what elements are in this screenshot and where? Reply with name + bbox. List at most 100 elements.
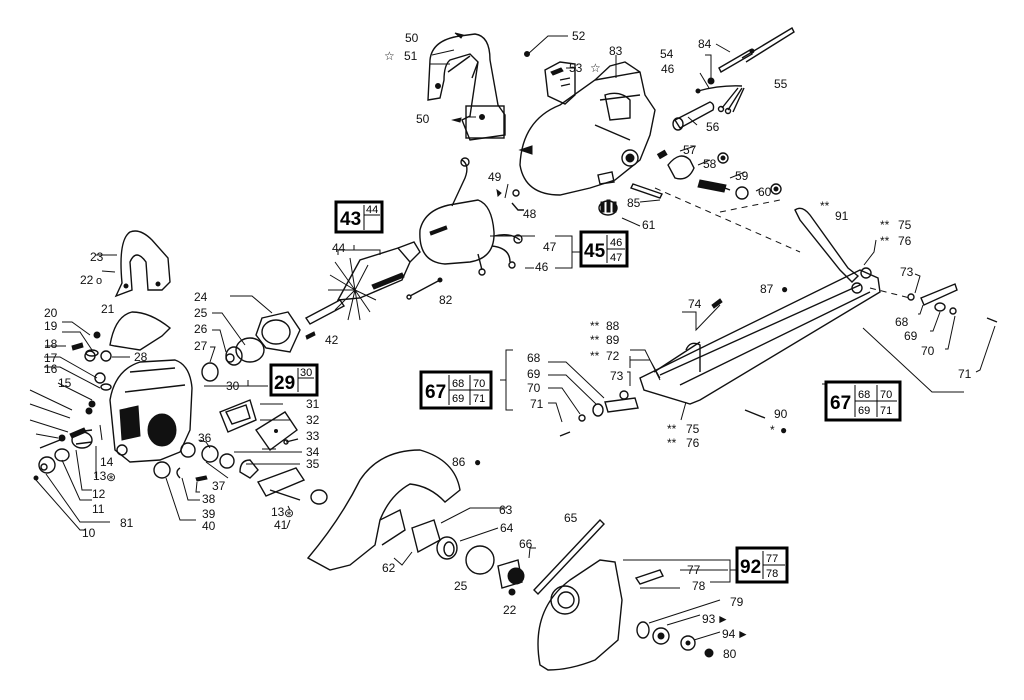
dbl-asterisk-76b: **	[667, 436, 677, 450]
screw-22b-icon	[508, 588, 516, 596]
washer-34-part	[219, 453, 235, 469]
label-52: 52	[572, 29, 586, 43]
dbl-asterisk-75a: **	[880, 218, 890, 232]
star-marker-51: ☆	[384, 49, 395, 63]
label-22a: 22	[80, 273, 94, 287]
label-38: 38	[202, 492, 216, 506]
screw-50a-icon	[454, 32, 464, 39]
brush-holder-58-part	[667, 155, 695, 180]
label-53: 53	[569, 61, 583, 75]
arrow-marker-93: ►	[717, 612, 729, 626]
brush-57-icon	[656, 149, 668, 160]
part-labels: 50 51 ☆ 50 52 53 ☆ 83 84 54 46 55 56 57 …	[44, 29, 972, 661]
nut-70b-icon	[578, 414, 586, 422]
cap-60-part	[735, 183, 782, 200]
seal-64-part	[436, 536, 458, 560]
label-46a: 46	[661, 62, 675, 76]
label-84: 84	[698, 37, 712, 51]
label-69a: 69	[904, 329, 918, 343]
kit-43-id: 43	[340, 209, 361, 230]
gear-61-part	[598, 199, 618, 216]
label-51: 51	[404, 49, 418, 63]
kit-43-sub-44: 44	[366, 204, 378, 216]
washer-40-part	[153, 461, 171, 479]
kit-67a-sub-70: 70	[473, 378, 485, 390]
label-70a: 70	[921, 344, 935, 358]
label-76b: 76	[686, 436, 700, 450]
label-94: 94	[722, 627, 736, 641]
label-74: 74	[688, 297, 702, 311]
label-15: 15	[58, 376, 72, 390]
upper-blade-guard-part	[306, 449, 461, 571]
kit-67a-sub-71: 71	[473, 393, 485, 405]
label-47: 47	[543, 240, 557, 254]
shaft-cluster-part	[29, 389, 96, 481]
screw-82-icon	[406, 277, 443, 300]
pin-90-part	[744, 409, 766, 419]
screw-52-icon	[524, 51, 530, 57]
fan-blades	[328, 257, 377, 321]
dbl-asterisk-91: **	[820, 199, 830, 213]
label-91: 91	[835, 209, 849, 223]
label-44: 44	[332, 241, 346, 255]
kit-92-id: 92	[740, 557, 761, 578]
gear-shaft-part	[256, 467, 328, 505]
label-42: 42	[325, 333, 339, 347]
knob-17-part	[94, 372, 112, 391]
dbl-asterisk-76a: **	[880, 234, 890, 248]
label-46b: 46	[535, 260, 549, 274]
dbl-asterisk-88: **	[590, 319, 600, 333]
label-35: 35	[306, 457, 320, 471]
bearing-25b-part	[465, 545, 495, 575]
label-57: 57	[683, 143, 697, 157]
kit-92-sub-77: 77	[766, 553, 778, 565]
label-13a: 13	[93, 469, 107, 483]
kit-67b-sub-69: 69	[858, 405, 870, 417]
star-marker-53: ☆	[590, 61, 601, 75]
label-10: 10	[82, 526, 96, 540]
label-25a: 25	[194, 306, 208, 320]
label-93: 93	[702, 612, 716, 626]
kit-67b-sub-70: 70	[880, 389, 892, 401]
label-68b: 68	[527, 351, 541, 365]
circle-asterisk-13a: ⊛	[106, 470, 116, 484]
spring-59-part	[697, 179, 731, 193]
nut-73b-icon	[619, 390, 629, 400]
kit-45-sub-46: 46	[610, 237, 622, 249]
screw-50b-icon	[451, 117, 462, 123]
cord-protector-56-part	[672, 101, 715, 131]
label-62: 62	[382, 561, 396, 575]
plate-68b-part	[604, 397, 639, 413]
label-31: 31	[306, 397, 320, 411]
label-81: 81	[120, 516, 134, 530]
label-27: 27	[194, 339, 208, 353]
label-18: 18	[44, 337, 58, 351]
bearing-26-part	[225, 346, 243, 366]
bearing-plate-24-part	[255, 311, 301, 353]
screw-71b-icon	[559, 431, 571, 437]
kit-29-id: 29	[274, 373, 295, 394]
brush-cap-58-icon	[717, 152, 729, 164]
depth-bracket-91-part	[794, 207, 872, 294]
label-13b: 13	[271, 505, 285, 519]
label-89: 89	[606, 333, 620, 347]
bearing-36-part	[180, 442, 219, 463]
label-65: 65	[564, 511, 578, 525]
base-plate-part	[639, 269, 881, 405]
plate-68-part	[920, 283, 958, 306]
label-76a: 76	[898, 234, 912, 248]
label-21: 21	[101, 302, 115, 316]
pin-85-part	[630, 183, 663, 199]
circle-marker-22a: o	[96, 275, 102, 287]
washer-94-part	[680, 635, 696, 651]
label-73a: 73	[900, 265, 914, 279]
clip-38-part	[176, 467, 181, 479]
label-11: 11	[92, 502, 105, 516]
kit-box-67-right: 67 68 70 69 71	[824, 380, 902, 422]
screw-74-icon	[711, 298, 723, 309]
label-73b: 73	[610, 369, 624, 383]
label-24: 24	[194, 290, 208, 304]
screw-28-icon	[84, 350, 96, 362]
dot-marker-86: ●	[474, 455, 481, 469]
label-68a: 68	[895, 315, 909, 329]
